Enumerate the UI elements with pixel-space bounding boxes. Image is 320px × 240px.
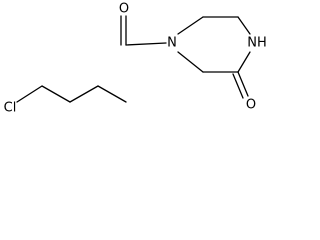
- lactam-oxygen-label: O: [246, 98, 256, 113]
- ketone-oxygen-label: O: [119, 2, 129, 17]
- bond-c4-c3: [41, 85, 71, 103]
- bond-c3-n4: [177, 51, 204, 73]
- bond-cl-c4: [16, 85, 43, 103]
- bond-c2-o-single: [237, 71, 249, 97]
- bond-n1-c2: [237, 51, 251, 73]
- chlorine-label: Cl: [4, 101, 17, 116]
- bond-c3-c2: [69, 85, 99, 103]
- structure-diagram: Cl O N NH O: [4, 2, 267, 116]
- bond-c2-o-double: [232, 73, 244, 99]
- bond-c1-n4: [125, 42, 167, 46]
- ring-nitrogen-amide-label: NH: [247, 36, 267, 51]
- bond-c2-c1: [97, 85, 127, 103]
- bond-c6-n1: [237, 16, 251, 35]
- bond-n4-c5: [177, 16, 204, 35]
- ring-nitrogen-acyl-label: N: [167, 36, 177, 51]
